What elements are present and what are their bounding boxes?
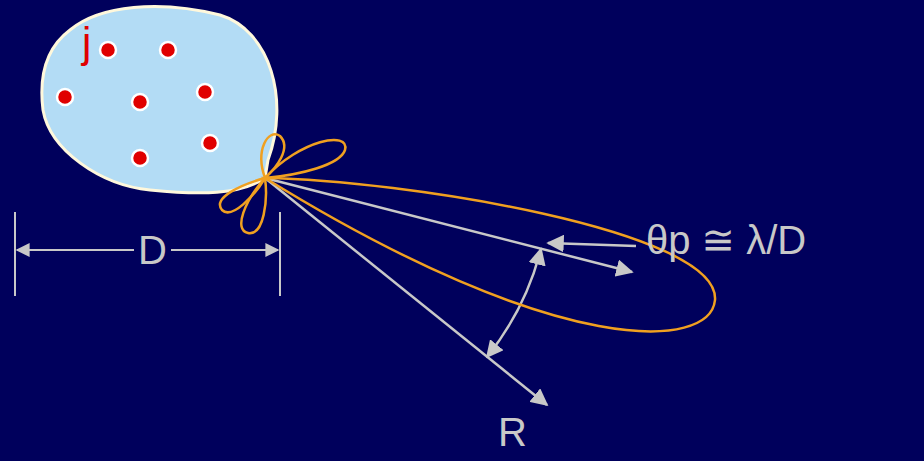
diagram-label: D [134, 230, 171, 270]
element-label: j [82, 22, 91, 64]
radiation-lobe [261, 134, 284, 178]
radiation-lobe [220, 178, 265, 212]
aperture-shape [42, 7, 277, 193]
aperture-outline [0, 0, 300, 250]
source-dot [132, 94, 148, 110]
diagram-label: θp ≅ λ/D [646, 220, 806, 260]
source-dot [57, 89, 73, 105]
radiation-lobe [241, 178, 266, 233]
diagram-label: R [498, 412, 527, 452]
beam-ray [265, 178, 547, 405]
leader-line [548, 243, 636, 246]
radiation-lobe [265, 140, 345, 178]
source-dot [160, 42, 176, 58]
source-dot [132, 150, 148, 166]
aperture-region: j [0, 0, 300, 250]
dimension-tick [14, 212, 16, 296]
source-dot [202, 135, 218, 151]
beam-ray [265, 178, 632, 272]
source-dot [100, 42, 116, 58]
dimension-tick [279, 212, 281, 296]
source-dot [197, 84, 213, 100]
